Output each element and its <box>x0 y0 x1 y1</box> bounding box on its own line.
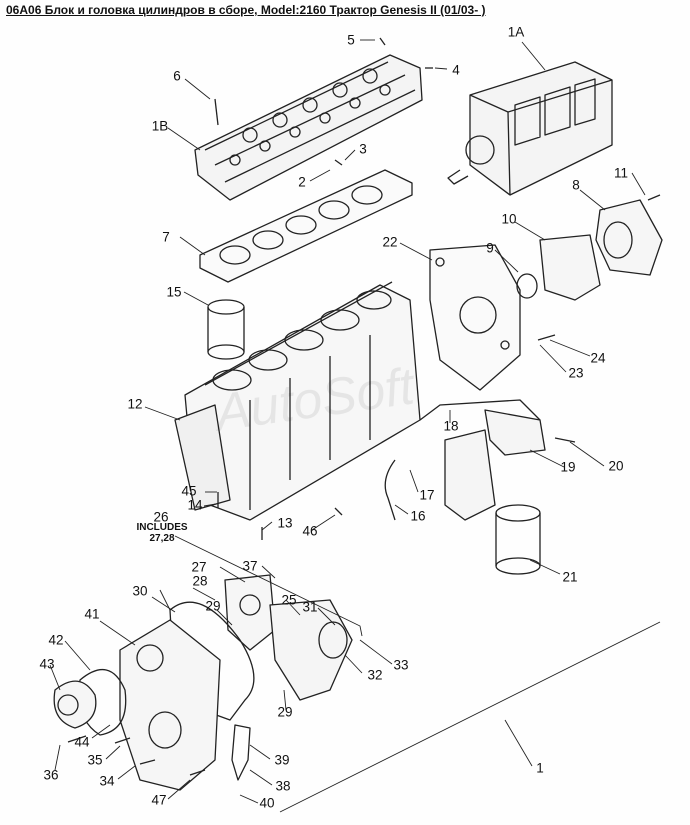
callout-47[interactable]: 47 <box>151 792 167 808</box>
callout-11[interactable]: 11 <box>613 165 629 181</box>
callout-37[interactable]: 37 <box>242 558 258 574</box>
callout-12[interactable]: 12 <box>127 396 143 412</box>
front-housing-part <box>269 599 353 701</box>
callout-20[interactable]: 20 <box>608 458 624 474</box>
callout-15[interactable]: 15 <box>166 284 182 300</box>
callout-31[interactable]: 31 <box>302 599 318 615</box>
front-plate-part <box>224 574 276 651</box>
oil-filter-part <box>495 504 541 575</box>
callout-21[interactable]: 21 <box>562 569 578 585</box>
callout-29-upper[interactable]: 29 <box>205 598 221 614</box>
page-title: 06A06 Блок и головка цилиндров в сборе, … <box>6 3 486 17</box>
callout-13[interactable]: 13 <box>277 515 293 531</box>
callout-1a[interactable]: 1A <box>507 24 525 40</box>
callout-3[interactable]: 3 <box>359 141 367 157</box>
callout-16[interactable]: 16 <box>410 508 426 524</box>
callout-46[interactable]: 46 <box>302 523 318 539</box>
callout-42[interactable]: 42 <box>48 632 64 648</box>
rear-plate-part <box>429 244 521 391</box>
callout-14[interactable]: 14 <box>187 497 203 513</box>
callout-45[interactable]: 45 <box>181 483 197 499</box>
callout-8[interactable]: 8 <box>572 177 580 193</box>
seal-ring-part <box>516 273 538 299</box>
callout-29-lower[interactable]: 29 <box>277 704 293 720</box>
dipstick-tube-part <box>384 459 396 521</box>
callout-1b[interactable]: 1B <box>151 118 169 134</box>
cylinder-block-part <box>174 281 541 521</box>
callout-33[interactable]: 33 <box>393 657 409 673</box>
callout-2[interactable]: 2 <box>298 174 306 190</box>
callout-25[interactable]: 25 <box>281 592 297 608</box>
callout-27[interactable]: 27 <box>191 559 207 575</box>
oil-cooler-part <box>444 409 546 521</box>
callout-10[interactable]: 10 <box>501 211 517 227</box>
callout-34[interactable]: 34 <box>99 773 115 789</box>
callout-43[interactable]: 43 <box>39 656 55 672</box>
sensor-bracket-part <box>231 724 251 781</box>
callout-40[interactable]: 40 <box>259 795 275 811</box>
callout-38[interactable]: 38 <box>275 778 291 794</box>
callout-22[interactable]: 22 <box>382 234 398 250</box>
callout-24[interactable]: 24 <box>590 350 606 366</box>
callout-18[interactable]: 18 <box>443 418 459 434</box>
callout-19[interactable]: 19 <box>560 459 576 475</box>
callout-32[interactable]: 32 <box>367 667 383 683</box>
timing-cover-gasket-part <box>169 601 255 721</box>
callout-39[interactable]: 39 <box>274 752 290 768</box>
callout-23[interactable]: 23 <box>568 365 584 381</box>
callout-44[interactable]: 44 <box>74 734 90 750</box>
callout-26-note: INCLUDES 27,28 <box>136 522 188 544</box>
cylinder-liner-part <box>207 299 245 360</box>
callout-35[interactable]: 35 <box>87 752 103 768</box>
callout-28[interactable]: 28 <box>192 573 208 589</box>
rear-seal-carrier-part <box>595 199 663 276</box>
short-block-part <box>447 61 613 196</box>
callout-26[interactable]: 26 <box>153 509 169 525</box>
callout-17[interactable]: 17 <box>419 487 435 503</box>
water-pump-part <box>53 680 97 729</box>
timing-cover-part <box>119 619 221 791</box>
callout-9[interactable]: 9 <box>486 240 494 256</box>
cylinder-head-part <box>194 54 423 201</box>
bolt-parts <box>67 37 661 776</box>
callout-41[interactable]: 41 <box>84 606 100 622</box>
seal-housing-part <box>539 234 601 301</box>
callout-30[interactable]: 30 <box>132 583 148 599</box>
callout-5[interactable]: 5 <box>347 32 355 48</box>
head-gasket-part <box>199 169 413 283</box>
leader-lines <box>49 39 661 813</box>
callout-7[interactable]: 7 <box>162 229 170 245</box>
callout-4[interactable]: 4 <box>452 62 460 78</box>
callout-1[interactable]: 1 <box>536 760 544 776</box>
callout-36[interactable]: 36 <box>43 767 59 783</box>
callout-6[interactable]: 6 <box>173 68 181 84</box>
